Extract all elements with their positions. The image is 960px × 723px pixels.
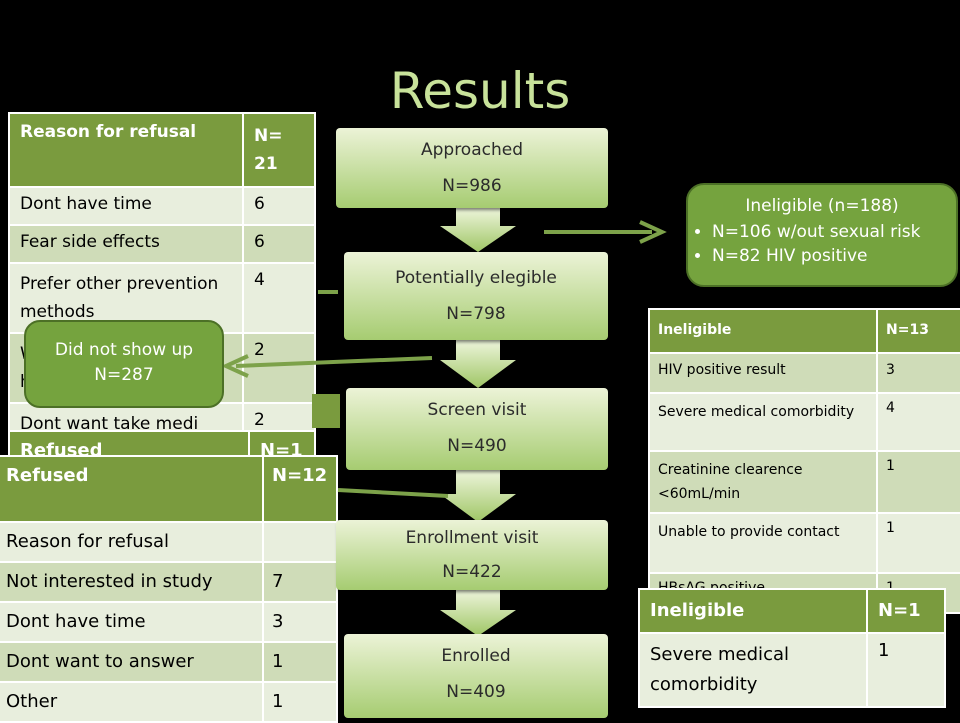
ineligible13-row-label: Creatinine clearence <60mL/min [648,450,878,514]
flow-value: N=490 [447,436,507,456]
flow-label: Approached [420,140,524,160]
ineligible13-row-label: HIV positive result [648,352,878,394]
ineligible13-row-count: 4 [876,392,960,452]
right-arrowhead [639,220,667,244]
refusal-row-count: 6 [242,224,316,264]
ineligible13-header-count: N=13 [876,308,960,354]
refused-row-count: 3 [262,601,338,643]
flow-box-approached: Approached N=986 [336,128,608,208]
down-arrow [440,340,516,388]
ineligible-reasons-table: Ineligible N=13 HIV positive result 3 Se… [648,308,960,614]
refusal-header-reason: Reason for refusal [8,112,244,188]
refused-row-label: Dont have time [0,601,264,643]
down-arrow [440,470,516,522]
did-not-show-callout: Did not show up N=287 [24,320,224,408]
refused-row-count: 1 [262,641,338,683]
ineligible-callout-heading: Ineligible (n=188) [745,196,899,216]
refused-row-label: Dont want to answer [0,641,264,683]
refused-row-count: 7 [262,561,338,603]
did-not-show-count: N=287 [94,365,154,385]
flow-value: N=409 [446,682,506,702]
refusal-row-label: Fear side effects [8,224,244,264]
refusal-header-count: N= 21 [242,112,316,188]
ineligible13-row-label: Unable to provide contact [648,512,878,574]
ineligible1-row-label: Severe medical comorbidity [638,632,868,708]
refused-row-label: Other [0,681,264,723]
ineligible-callout-bullet: N=82 HIV positive [712,244,956,268]
ineligible-callout: Ineligible (n=188) N=106 w/out sexual ri… [686,183,958,287]
ineligible13-header-label: Ineligible [648,308,878,354]
flow-value: N=798 [446,304,506,324]
ineligible13-row-count: 3 [876,352,960,394]
refusal-row-count: 6 [242,186,316,226]
ineligible1-header-label: Ineligible [638,588,868,634]
ineligible13-row-label: Severe medical comorbidity [648,392,878,452]
flow-label: Screen visit [427,400,527,420]
refused-row-count: 1 [262,681,338,723]
ineligible1-row-count: 1 [866,632,946,708]
flow-box-enrollment-visit: Enrollment visit N=422 [336,520,608,590]
flow-label: Enrolled [441,646,511,666]
ineligible13-row-count: 1 [876,450,960,514]
ineligible-single-table: Ineligible N=1 Severe medical comorbidit… [638,588,946,708]
down-arrow [440,590,516,636]
refused-header-label: Refused [0,455,264,523]
refused-row-count [262,521,338,563]
header-fragment [312,394,340,428]
refused-header-count: N=12 [262,455,338,523]
flow-value: N=422 [442,562,502,582]
slide-title: Results [389,62,571,120]
flow-box-potentially-eligible: Potentially elegible N=798 [344,252,608,340]
flow-value: N=986 [442,176,502,196]
refused-row-label: Not interested in study [0,561,264,603]
flow-box-screen-visit: Screen visit N=490 [346,388,608,470]
flow-box-enrolled: Enrolled N=409 [344,634,608,718]
ineligible-callout-bullet: N=106 w/out sexual risk [712,220,956,244]
refusal-row-count: 2 [242,332,316,404]
refusal-row-count: 4 [242,262,316,334]
refused-connector [337,488,449,498]
down-arrow [440,208,516,252]
ineligible-callout-list: N=106 w/out sexual risk N=82 HIV positiv… [688,220,956,268]
refused-subheader: Reason for refusal [0,521,264,563]
did-not-show-label: Did not show up [54,340,194,360]
ineligible13-row-count: 1 [876,512,960,574]
ineligible1-header-count: N=1 [866,588,946,634]
refused-reasons-table: Refused N=12 Reason for refusal Not inte… [0,455,338,723]
flow-label: Potentially elegible [395,268,557,288]
flow-label: Enrollment visit [405,528,539,548]
refusal-row-label: Dont have time [8,186,244,226]
